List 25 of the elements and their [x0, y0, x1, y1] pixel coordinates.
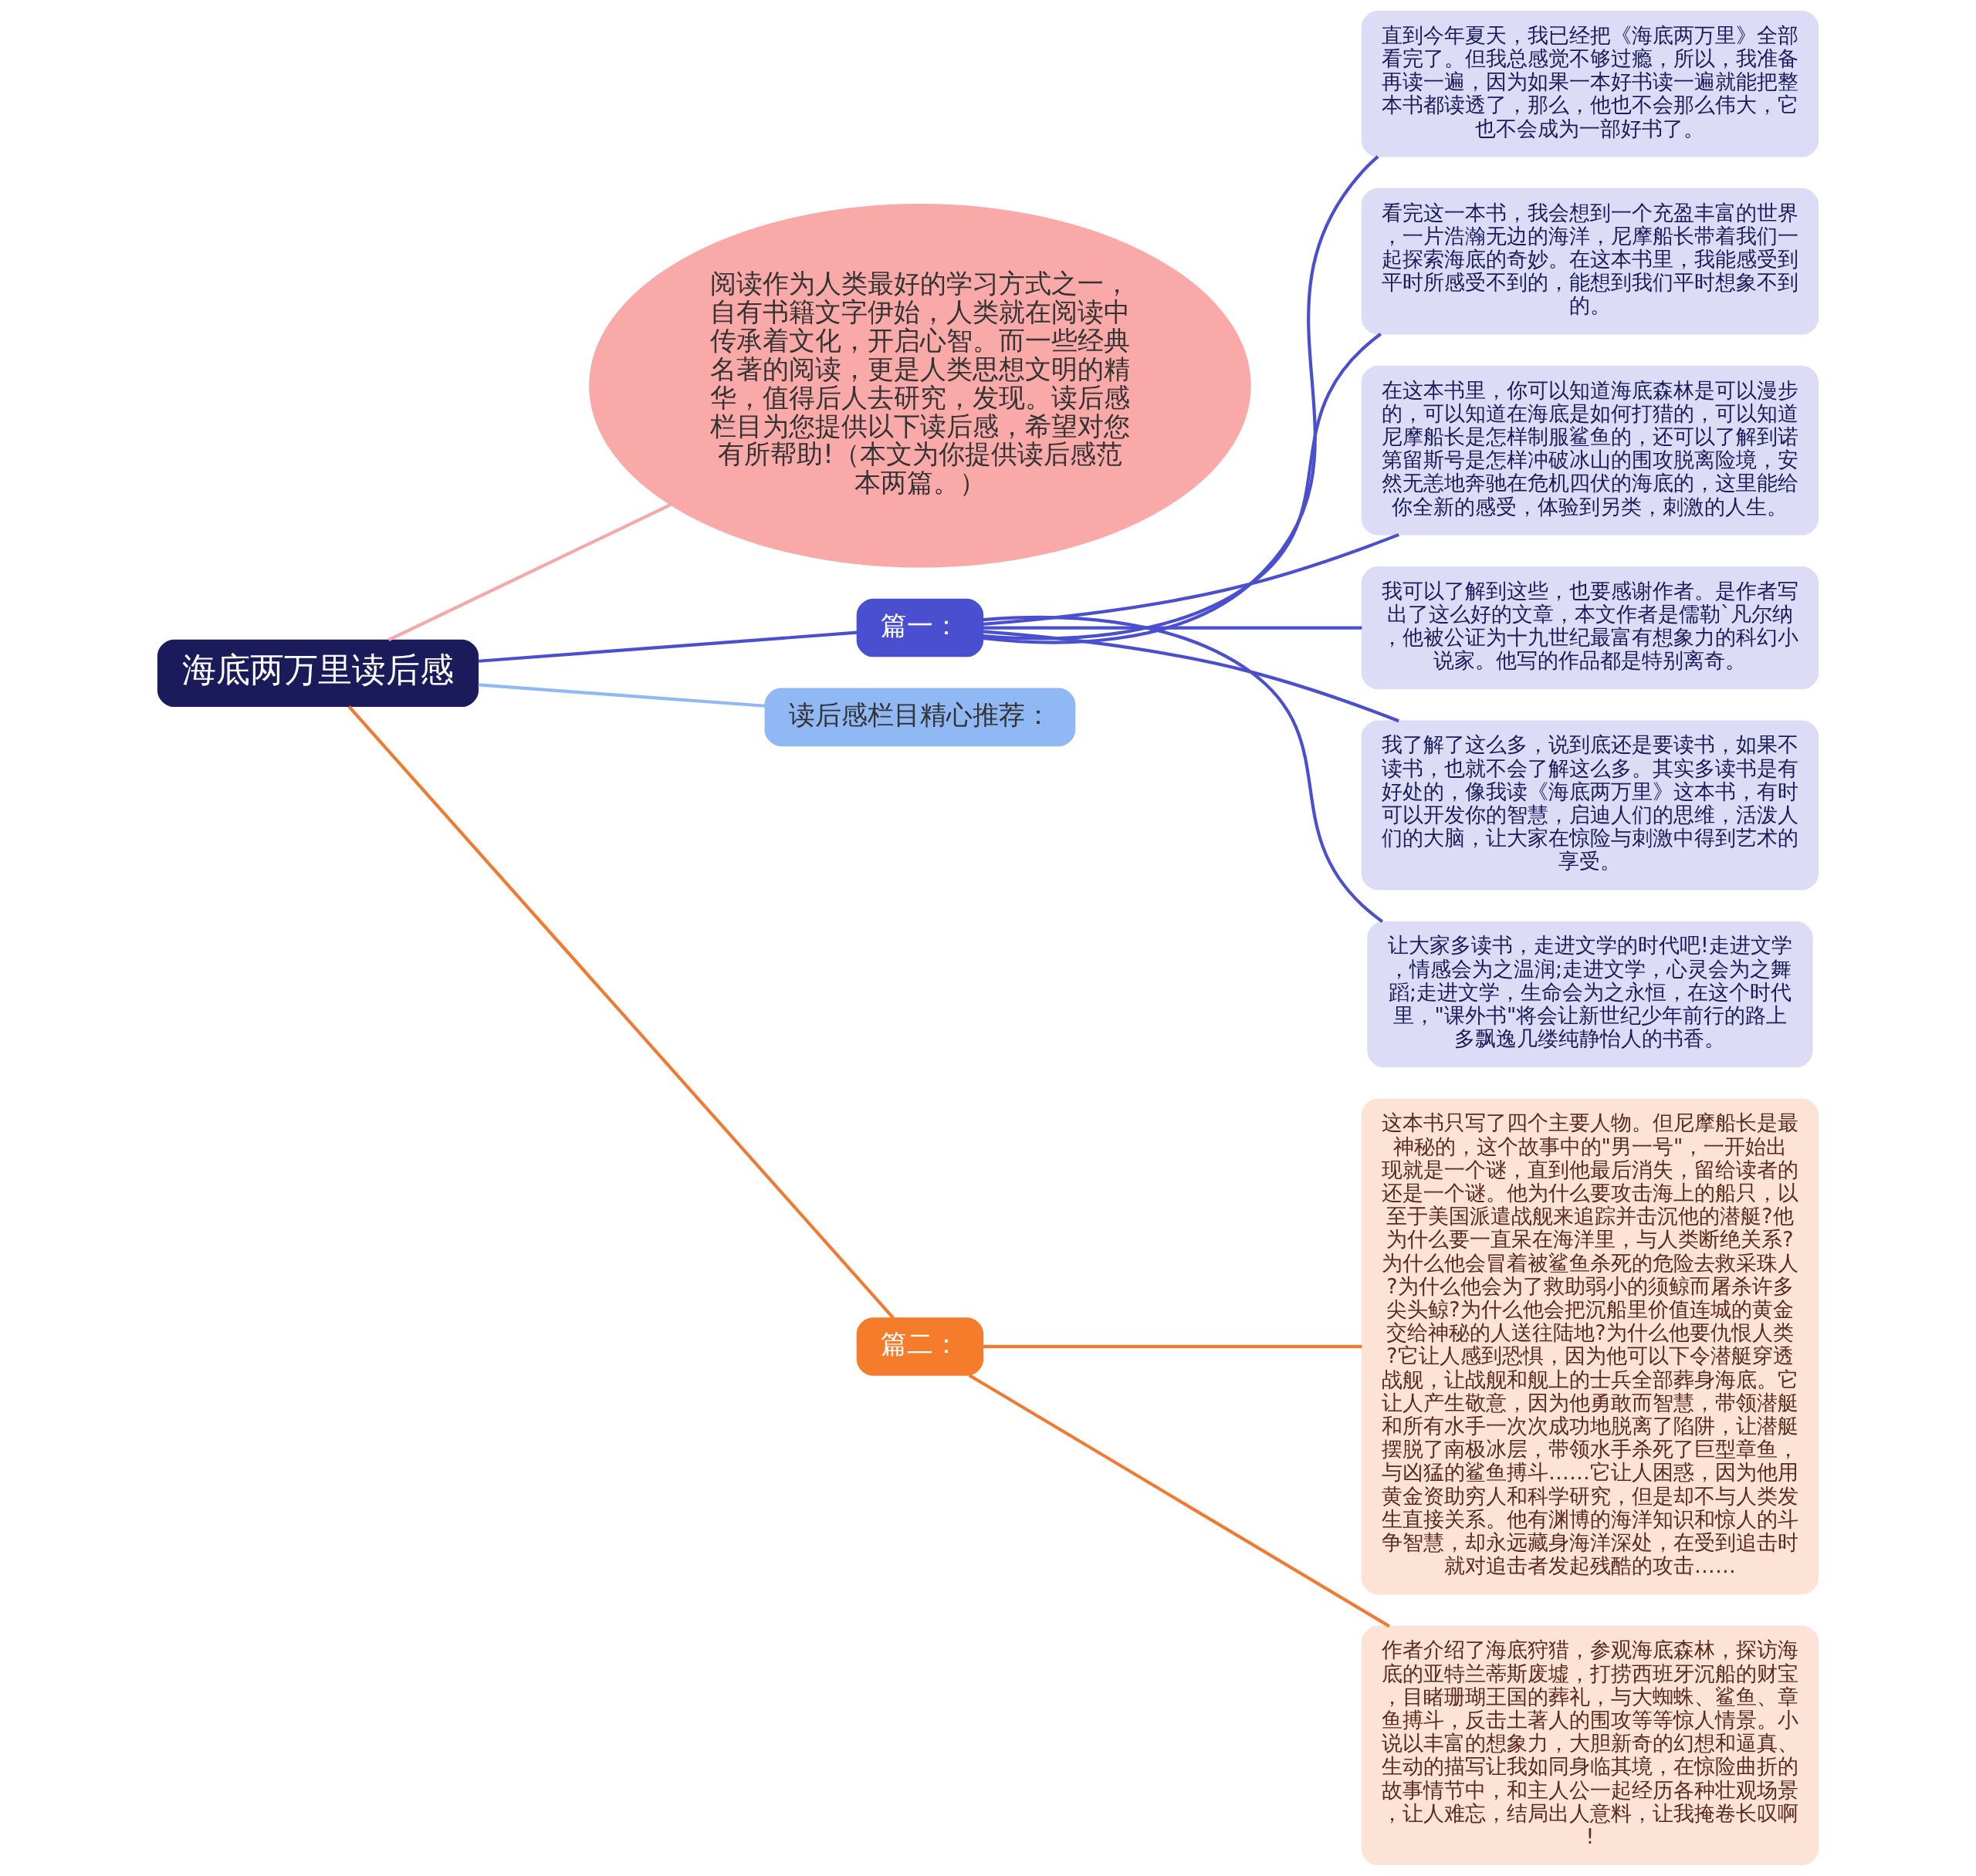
- connector: [983, 155, 1379, 644]
- node-box: 我可以了解到这些，也要感谢作者。是作者写出了这么好的文章，本文作者是儒勒`凡尔纳，他被公证为十九世纪最富有想象力的科幻小说家。他写的作品都是特别离奇。: [1361, 566, 1819, 690]
- connector: [478, 630, 858, 663]
- connector: [387, 503, 672, 642]
- node-box: 在这本书里，你可以知道海底森林是可以漫步的，可以知道在海底是如何打猎的，可以知道尼摩船长是怎样制服鲨鱼的，还可以了解到诺第留斯号是怎样冲破冰山的围攻脱离险境，安然无恙地奔驰在危机四伏的海底的，这里能给你全新的感受，体验到另类，刺激的人生。: [1361, 365, 1819, 536]
- connector: [983, 626, 1362, 630]
- connector: [347, 705, 895, 1320]
- connector: [983, 630, 1399, 723]
- node-box: 作者介绍了海底狩猎，参观海底森林，探访海底的亚特兰蒂斯废墟，打捞西班牙沉船的财宝，目睹珊瑚王国的葬礼，与大蜘蛛、鲨鱼、章鱼搏斗，反击土著人的围攻等等惊人情景。小说以丰富的想象力，大胆新奇的幻想和逼真、生动的描写让我如同身临其境，在惊险曲折的故事情节中，和主人公一起经历各种壮观场景，让人难忘，结局出人意料，让我掩卷长叹啊!: [1361, 1625, 1819, 1866]
- node-box: 海底两万里读后感: [157, 639, 479, 707]
- node-ellipse: 阅读作为人类最好的学习方式之一，自有书籍文字伊始，人类就在阅读中传承着文化，开启心智。而一些经典名著的阅读，更是人类思想文明的精华，值得后人去研究，发现。读后感栏目为您提供以下读后感，希望对您有所帮助!（本文为你提供读后感范本两篇。）: [589, 204, 1251, 568]
- node-box: 这本书只写了四个主要人物。但尼摩船长是最神秘的，这个故事中的"男一号"，一开始出现就是一个谜，直到他最后消失，留给读者的还是一个谜。他为什么要攻击海上的船只，以至于美国派遣战舰来追踪并击沉他的潜艇?他为什么要一直呆在海洋里，与人类断绝关系?为什么他会冒着被鲨鱼杀死的危险去救采珠人?为什么他会为了救助弱小的须鲸而屠杀许多尖头鲸?为什么他会把沉船里价值连城的黄金交给神秘的人送往陆地?为什么他要仇恨人类?它让人感到恐惧，因为他可以下令潜艇穿透战舰，让战舰和舰上的士兵全部葬身海底。它让人产生敬意，因为他勇敢而智慧，带领潜艇和所有水手一次次成功地脱离了陷阱，让潜艇摆脱了南极冰层，带领水手杀死了巨型章鱼，与凶猛的鲨鱼搏斗……它让人困惑，因为他用黄金资助穷人和科学研究，但是却不与人类发生直接关系。他有渊博的海洋知识和惊人的斗争智慧，却永远藏身海洋深处，在受到追击时就对追击者发起残酷的攻击……: [1361, 1098, 1819, 1595]
- node-box: 让大家多读书，走进文学的时代吧!走进文学，情感会为之温润;走进文学，心灵会为之舞蹈;走进文学，生命会为之永恒，在这个时代里，"课外书"将会让新世纪少年前行的路上多飘逸几缕纯静怡人的书香。: [1367, 921, 1813, 1068]
- node-box: 看完这一本书，我会想到一个充盈丰富的世界，一片浩瀚无边的海洋，尼摩船长带着我们一起探索海底的奇妙。在这本书里，我能感受到平时所感受不到的，能想到我们平时想象不到的。: [1361, 188, 1819, 335]
- node-box: 篇一：: [856, 598, 984, 657]
- connector: [478, 683, 766, 708]
- node-box: 读后感栏目精心推荐：: [764, 688, 1076, 747]
- connector: [983, 333, 1382, 641]
- connector: [983, 615, 1384, 923]
- node-box: 直到今年夏天，我已经把《海底两万里》全部看完了。但我总感觉不够过瘾，所以，我准备再读一遍，因为如果一本好书读一遍就能把整本书都读透了，那么，他也不会那么伟大，它也不会成为一部好书了。: [1361, 10, 1819, 157]
- node-box: 我了解了这么多，说到底还是要读书，如果不读书，也就不会了解这么多。其实多读书是有好处的，像我读《海底两万里》这本书，有时可以开发你的智慧，启迪人们的思维，活泼人们的大脑，让大家在惊险与刺激中得到艺术的享受。: [1361, 720, 1819, 891]
- node-box: 篇二：: [856, 1317, 984, 1376]
- connector: [983, 532, 1399, 626]
- connector: [983, 1344, 1362, 1349]
- connector: [968, 1374, 1390, 1628]
